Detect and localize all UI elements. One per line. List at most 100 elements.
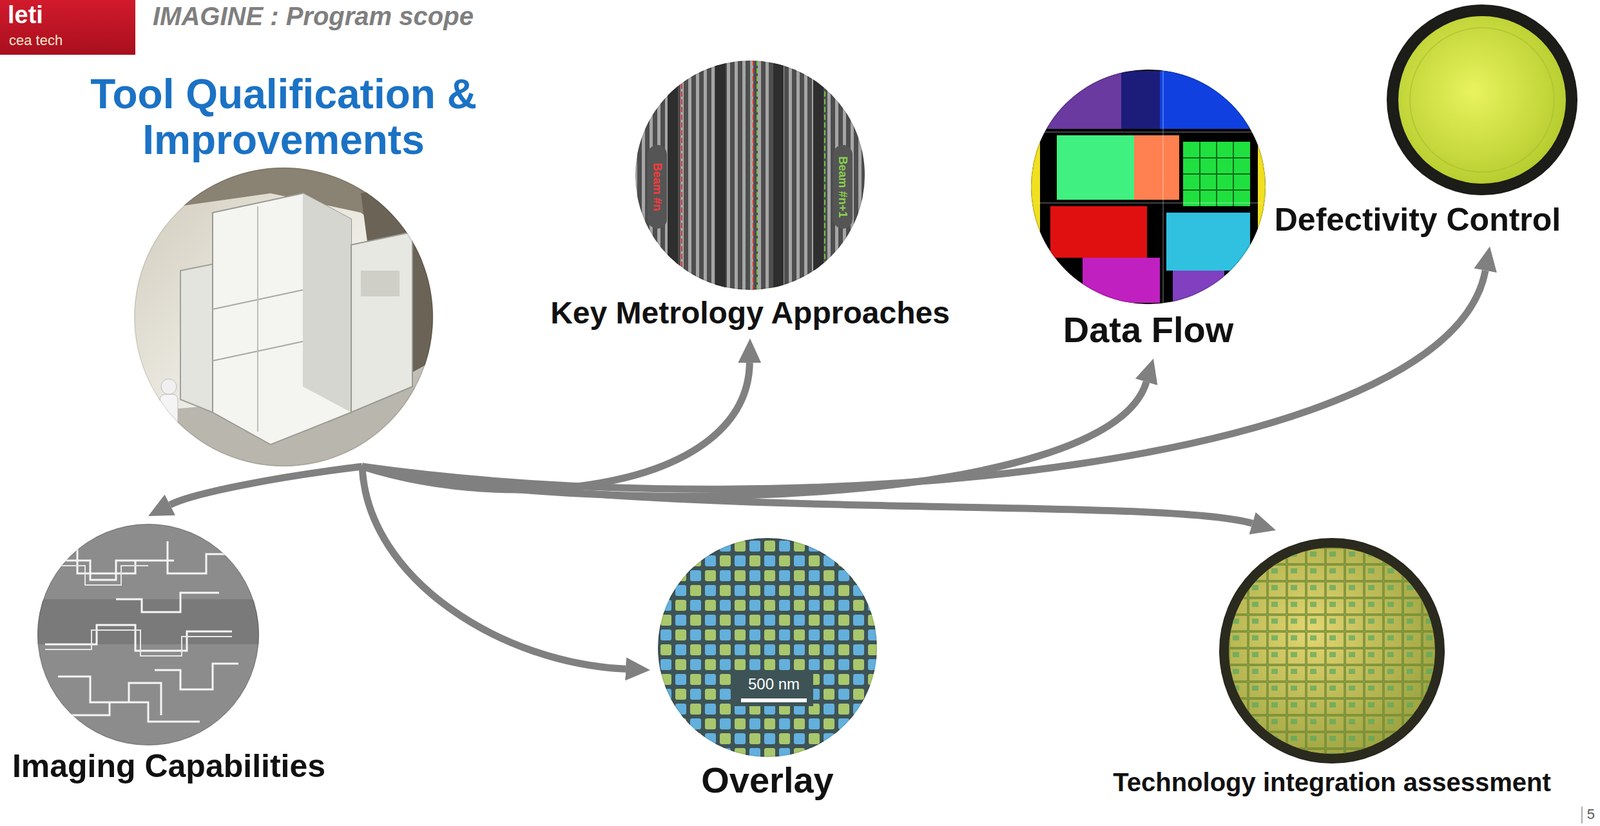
circle-caption: Tool Qualification & Improvements [64, 71, 503, 164]
illustration-part [1398, 16, 1566, 184]
illustration-part [1409, 27, 1555, 173]
illustration-part [715, 60, 726, 290]
illustration-part [45, 541, 239, 722]
circle-outline [37, 523, 260, 746]
circle-border [1219, 538, 1445, 763]
illustration-part [1386, 4, 1578, 196]
technology-wafer [1219, 538, 1445, 764]
illustration-part [1037, 70, 1263, 303]
page-separator [1581, 806, 1583, 824]
illustration-part [159, 394, 178, 441]
illustration-part [1031, 69, 1266, 305]
circle-caption: Data Flow [1063, 309, 1234, 351]
illustration-part [212, 193, 352, 445]
circle-frame [657, 538, 878, 758]
connector-arrow [170, 466, 363, 506]
circle-border [134, 168, 433, 466]
illustration-part [1050, 206, 1147, 258]
illustration-part [752, 60, 754, 290]
illustration-part [1134, 135, 1180, 200]
illustration-part [635, 60, 865, 290]
circle-outline [635, 60, 865, 290]
circle-frame [1219, 538, 1445, 764]
circle-outline [134, 167, 434, 467]
circle-border [636, 61, 865, 290]
circle-node: Imaging Capabilities [12, 523, 326, 786]
illustration-part [1219, 538, 1445, 764]
circle-frame [134, 167, 434, 467]
circle-frame [1031, 69, 1266, 305]
illustration-part [657, 538, 878, 758]
illustration-part [1183, 141, 1251, 207]
illustration-part [351, 231, 413, 413]
illustration-part [833, 144, 853, 229]
overlay-image [657, 538, 878, 758]
illustration-part [1228, 547, 1436, 754]
metrology-image [635, 60, 865, 290]
illustration-part [180, 264, 213, 413]
illustration-part [734, 670, 814, 707]
circle-node: Defectivity Control [1274, 4, 1578, 240]
illustration-part [257, 206, 259, 432]
circle-caption: Technology integration assessment [1112, 767, 1551, 798]
scale-label: 500 nm [748, 675, 800, 694]
illustration-part [773, 60, 784, 290]
illustration-part [1183, 141, 1251, 207]
illustration-part [360, 270, 400, 297]
connector-arrow [362, 466, 1253, 524]
dataflow-layout [1031, 69, 1267, 305]
circle-node: Key Metrology Approaches [550, 60, 950, 331]
illustration-part [37, 599, 260, 645]
tool-photo [134, 167, 434, 467]
circle-frame [37, 523, 260, 746]
logo-text: leti [7, 1, 44, 30]
beam-label: Beam #n [650, 162, 665, 211]
illustration-part [302, 193, 352, 413]
circle-outline [1219, 538, 1445, 764]
illustration-part [647, 144, 667, 229]
illustration-part [824, 60, 826, 290]
circle-node: Tool Qualification & Improvements [64, 71, 503, 467]
illustration-part [1257, 128, 1267, 232]
circle-border [38, 524, 259, 745]
illustration-part [813, 60, 824, 290]
circle-node: Data Flow [1031, 69, 1266, 351]
circle-node: Technology integration assessment [1112, 538, 1551, 798]
illustration-part [741, 698, 807, 703]
illustration-part [161, 378, 177, 395]
circle-caption: Overlay [701, 759, 834, 801]
illustration-part [1037, 70, 1122, 129]
circle-outline [1031, 69, 1266, 305]
sem-image [37, 523, 260, 746]
circle-outline [657, 538, 878, 758]
illustration-part [37, 523, 260, 746]
illustration-part [681, 60, 683, 290]
illustration-part [134, 167, 434, 467]
circle-border [1031, 70, 1265, 304]
circle-outline [1386, 4, 1578, 196]
circle-border [658, 538, 877, 757]
circle-frame [1386, 4, 1578, 196]
illustration-part [45, 565, 232, 656]
page-number: 5 [1587, 806, 1595, 823]
illustration-part [1228, 547, 1436, 754]
illustration-part [1159, 70, 1263, 129]
illustration-part [756, 60, 758, 290]
illustration-part [0, 0, 136, 55]
illustration-part [1121, 70, 1160, 129]
illustration-part [1082, 257, 1160, 303]
slide-title: IMAGINE : Program scope [152, 1, 474, 31]
logo [0, 0, 136, 55]
circle-caption: Imaging Capabilities [12, 748, 326, 786]
circle-caption: Key Metrology Approaches [550, 295, 950, 331]
beam-label: Beam #n+1 [836, 155, 850, 218]
logo-subtext: cea tech [9, 32, 63, 49]
circle-frame [635, 60, 865, 290]
circle-border [1387, 5, 1577, 195]
illustration-part [1056, 135, 1135, 200]
circle-caption: Defectivity Control [1274, 201, 1562, 240]
circle-node: Overlay [657, 538, 878, 801]
illustration-part [1172, 270, 1225, 303]
defectivity-wafer [1386, 4, 1578, 196]
